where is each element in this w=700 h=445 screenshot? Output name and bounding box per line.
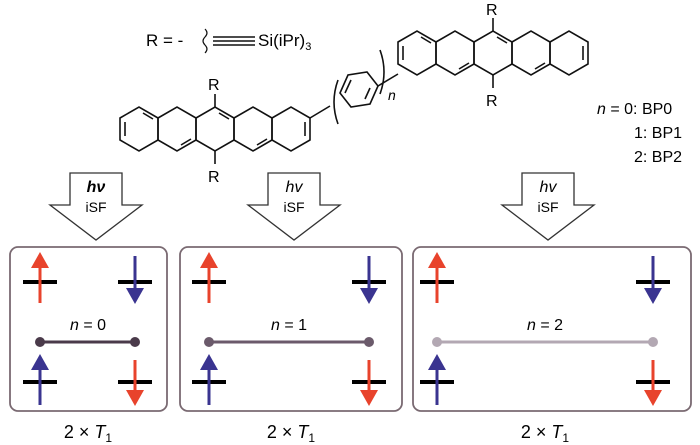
panel-box-2: [412, 246, 692, 412]
excitation-label-2: hv: [540, 179, 558, 196]
linker-node: [648, 337, 658, 347]
result-symbol-1: T: [297, 422, 310, 442]
spin-down-arrow-icon: [644, 256, 662, 304]
r-label-top-right: R: [486, 2, 498, 19]
r-label-top-left: R: [208, 77, 220, 94]
result-sub-0: 1: [105, 431, 112, 445]
substituent-prefix: R = -: [146, 31, 183, 50]
result-label-0: 2 × T1: [64, 422, 113, 445]
n-value-label-2: n = 2: [527, 317, 563, 334]
substituent-group: Si(iPr)3: [258, 31, 311, 53]
panel-n2: hv iSF n = 2 2 × T1: [412, 172, 692, 445]
process-label-0: iSF: [86, 199, 107, 215]
spin-down-arrow-icon: [126, 256, 144, 304]
spin-up-arrow-icon: [428, 354, 446, 405]
right-pentacene: [397, 18, 589, 88]
linker-node: [35, 337, 45, 347]
n-var-0: n: [70, 317, 79, 334]
spin-up-arrow-icon: [31, 354, 49, 405]
spin-up-arrow-icon: [428, 252, 446, 303]
r-label-bottom-right: R: [486, 93, 498, 110]
result-prefix-1: 2 ×: [267, 422, 298, 442]
molecule-structure: [119, 18, 589, 164]
n-value-label-0: n = 0: [70, 317, 106, 334]
spin-down-arrow-icon: [360, 360, 378, 406]
result-symbol-2: T: [551, 422, 564, 442]
legend-row-0: n = 0: BP0: [597, 101, 672, 118]
result-prefix-0: 2 ×: [64, 422, 95, 442]
process-label-2: iSF: [538, 199, 559, 215]
excitation-label-0: hν: [87, 179, 106, 196]
molecule-labels: R R R R n: [208, 2, 498, 186]
legend-n-2: 2: [634, 149, 643, 166]
process-label-1: iSF: [284, 199, 305, 215]
n-value-2: 2: [554, 317, 563, 334]
result-symbol-0: T: [94, 422, 107, 442]
wavy-bond-icon: [202, 28, 208, 54]
spin-up-arrow-icon: [200, 354, 218, 405]
legend-row-2: 2: BP2: [634, 149, 682, 166]
legend-var: n: [597, 101, 606, 118]
result-label-2: 2 × T1: [521, 422, 570, 445]
linker-node: [364, 337, 374, 347]
legend-name-2: BP2: [652, 149, 682, 166]
linker-node: [130, 337, 140, 347]
spin-down-arrow-icon: [644, 360, 662, 406]
n-var-2: n: [527, 317, 536, 334]
r-label-bottom-left: R: [208, 169, 220, 186]
legend-n-0: 0: [624, 101, 633, 118]
legend-name-1: BP1: [652, 125, 682, 142]
spin-down-arrow-icon: [126, 360, 144, 406]
left-pentacene: [119, 94, 311, 164]
excitation-label-1: hv: [286, 179, 304, 196]
n-var-1: n: [271, 317, 280, 334]
result-sub-1: 1: [308, 431, 315, 445]
linker-node: [204, 337, 214, 347]
substituent-group-text: Si(iPr): [258, 31, 305, 50]
n-value-label-1: n = 1: [271, 317, 307, 334]
panel-n1: hv iSF n = 1 2 × T1: [179, 172, 403, 445]
legend-row-1: 1: BP1: [634, 125, 682, 142]
result-sub-2: 1: [562, 431, 569, 445]
spin-up-arrow-icon: [200, 252, 218, 303]
panel-box-1: [179, 246, 403, 412]
substituent-subscript: 3: [305, 41, 311, 53]
hollow-down-arrow-icon: [48, 172, 144, 241]
panel-n0: hν iSF n = 0 2 × T1: [9, 172, 168, 445]
triple-bond-icon: [213, 36, 255, 46]
hollow-down-arrow-icon: [246, 172, 342, 241]
series-legend: n = 0: BP0 1: BP1 2: BP2: [597, 101, 682, 166]
linker-node: [432, 337, 442, 347]
result-prefix-2: 2 ×: [521, 422, 552, 442]
n-value-0: 0: [97, 317, 106, 334]
repeat-n-label: n: [388, 87, 396, 103]
result-label-1: 2 × T1: [267, 422, 316, 445]
legend-name-0: BP0: [642, 101, 672, 118]
n-value-1: 1: [298, 317, 307, 334]
hollow-down-arrow-icon: [500, 172, 596, 241]
phenylene-ring: [339, 71, 379, 108]
spin-up-arrow-icon: [31, 252, 49, 303]
legend-n-1: 1: [634, 125, 643, 142]
substituent-definition: R = - Si(iPr)3: [146, 28, 311, 54]
spin-down-arrow-icon: [360, 256, 378, 304]
